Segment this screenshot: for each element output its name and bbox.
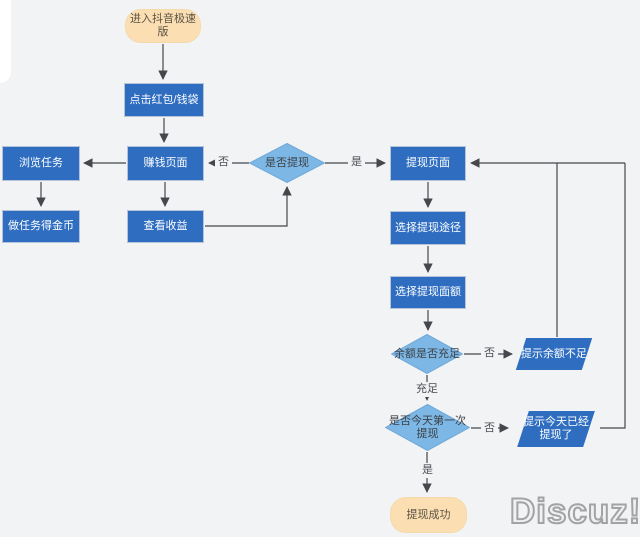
node-earn-page-label: 赚钱页面 bbox=[143, 157, 188, 169]
edge-label-first-no: 否 bbox=[481, 421, 498, 436]
node-choose-amount-label: 选择提现面额 bbox=[395, 286, 461, 298]
node-tip-already-withdrawn: 提示今天已经提现了 bbox=[517, 411, 595, 447]
edge-label-withdraw-no: 否 bbox=[215, 155, 232, 170]
edge-label-withdraw-yes: 是 bbox=[348, 155, 365, 170]
discuz-watermark: Discuz! bbox=[509, 491, 640, 532]
node-success-label: 提现成功 bbox=[406, 508, 451, 521]
node-view-income-label: 查看收益 bbox=[143, 220, 188, 232]
node-withdraw-page-label: 提现页面 bbox=[406, 157, 450, 169]
node-click-redpacket: 点击红包/钱袋 bbox=[124, 83, 204, 117]
node-withdraw-page: 提现页面 bbox=[390, 146, 466, 181]
diamond-shape bbox=[391, 334, 463, 374]
diamond-shape bbox=[385, 404, 470, 451]
node-start: 进入抖音极速版 bbox=[125, 9, 201, 43]
node-tip-insufficient: 提示余额不足 bbox=[515, 338, 593, 370]
diamond-shape bbox=[249, 143, 325, 183]
node-earn-page: 赚钱页面 bbox=[127, 146, 204, 181]
node-choose-route-label: 选择提现途径 bbox=[395, 221, 461, 234]
node-browse-tasks-label: 浏览任务 bbox=[19, 157, 63, 169]
edge-label-first-yes: 是 bbox=[419, 463, 436, 478]
node-click-redpacket-label: 点击红包/钱袋 bbox=[129, 93, 199, 106]
page-corner-sliver bbox=[0, 0, 11, 83]
node-decide-first-today-label: 是否今天第一次提现 bbox=[389, 414, 466, 440]
node-success: 提现成功 bbox=[390, 497, 467, 533]
node-tip-insufficient-label: 提示余额不足 bbox=[521, 347, 587, 360]
node-decide-balance: 余额是否充足 bbox=[391, 334, 463, 374]
node-do-tasks-coins-label: 做任务得金币 bbox=[8, 220, 74, 232]
node-do-tasks-coins: 做任务得金币 bbox=[2, 210, 80, 243]
node-start-label: 进入抖音极速版 bbox=[130, 13, 196, 38]
edge-label-balance-sufficient: 充足 bbox=[413, 382, 441, 397]
node-decide-withdraw-label: 是否提现 bbox=[265, 156, 309, 169]
edge-label-balance-no: 否 bbox=[481, 346, 498, 361]
node-browse-tasks: 浏览任务 bbox=[2, 146, 80, 181]
node-choose-amount: 选择提现面额 bbox=[390, 276, 466, 309]
node-decide-withdraw: 是否提现 bbox=[249, 143, 325, 183]
node-decide-first-today: 是否今天第一次提现 bbox=[385, 404, 470, 451]
node-choose-route: 选择提现途径 bbox=[390, 211, 466, 245]
node-view-income: 查看收益 bbox=[127, 210, 204, 243]
node-decide-balance-label: 余额是否充足 bbox=[394, 347, 460, 360]
node-tip-already-withdrawn-label: 提示今天已经提现了 bbox=[523, 416, 589, 441]
